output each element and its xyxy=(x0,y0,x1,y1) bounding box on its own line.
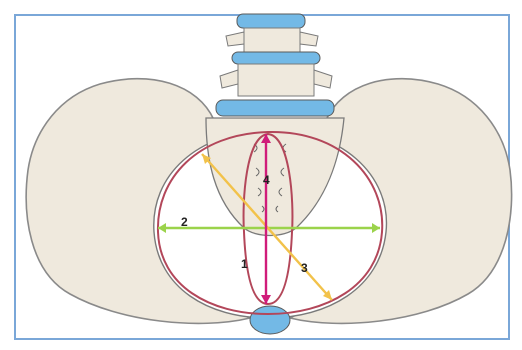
diameter-4-label: 4 xyxy=(263,173,270,187)
lumbar-spine xyxy=(216,14,334,116)
diameter-1-label: 1 xyxy=(241,257,248,271)
diameter-2-label: 2 xyxy=(181,215,188,229)
diameter-3-label: 3 xyxy=(301,261,308,275)
pubic-symphysis xyxy=(250,306,290,334)
